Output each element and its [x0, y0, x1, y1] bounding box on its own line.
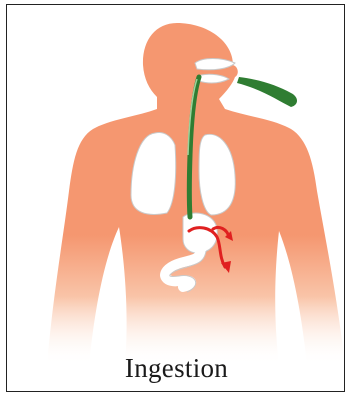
diagram-caption: Ingestion [7, 353, 345, 384]
ingestion-arrow-icon [237, 77, 297, 107]
figure-frame: Ingestion [6, 4, 345, 392]
human-body-silhouette [47, 23, 345, 365]
ingestion-diagram [7, 5, 345, 392]
